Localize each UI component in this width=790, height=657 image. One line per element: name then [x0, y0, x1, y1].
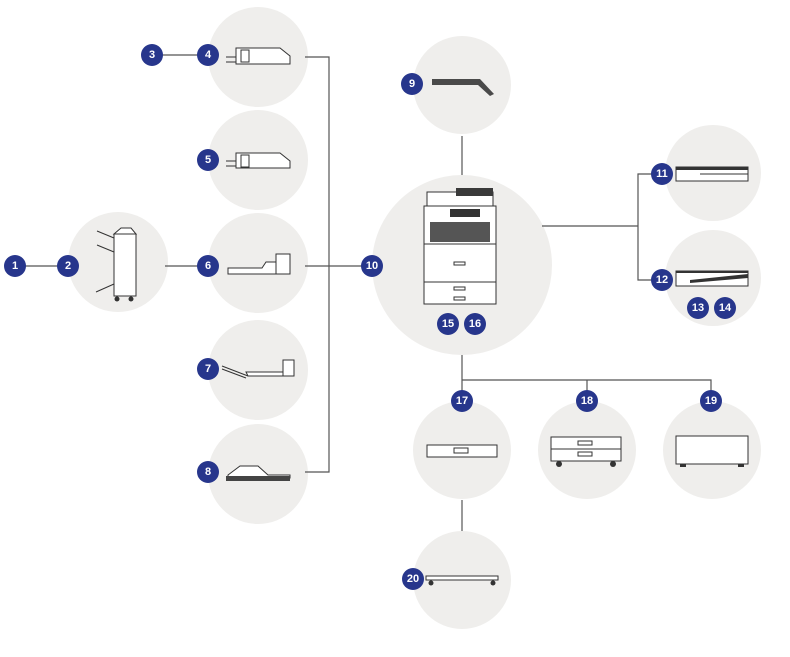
cabinet-19: [675, 435, 749, 467]
bridge-unit-9: [432, 79, 494, 96]
svg-text:12: 12: [656, 274, 668, 286]
finisher-unit: [95, 227, 138, 302]
svg-text:4: 4: [205, 49, 212, 61]
svg-text:14: 14: [719, 302, 732, 314]
connector: [305, 56, 330, 473]
badge-15: 15: [437, 313, 459, 335]
svg-text:16: 16: [469, 318, 481, 330]
paper-tray-17: [426, 444, 498, 458]
circle-option-7: [208, 320, 308, 420]
main-copier-unit: [423, 188, 497, 305]
badge-17: 17: [451, 390, 473, 412]
badge-11: 11: [651, 163, 673, 185]
badge-9: 9: [401, 73, 423, 95]
svg-text:5: 5: [205, 154, 211, 166]
svg-text:19: 19: [705, 395, 717, 407]
svg-text:3: 3: [149, 49, 155, 61]
svg-text:8: 8: [205, 466, 211, 478]
svg-text:1: 1: [12, 260, 18, 272]
badge-6: 6: [197, 255, 219, 277]
badge-16: 16: [464, 313, 486, 335]
svg-text:18: 18: [581, 395, 593, 407]
document-feeder-5: [226, 152, 291, 169]
output-tray-7: [221, 359, 295, 379]
badge-19: 19: [700, 390, 722, 412]
badge-4: 4: [197, 44, 219, 66]
platen-cover-8: [226, 465, 291, 481]
badge-7: 7: [197, 358, 219, 380]
caster-table-20: [425, 575, 499, 586]
badge-13: 13: [687, 297, 709, 319]
svg-text:17: 17: [456, 395, 468, 407]
badge-3: 3: [141, 44, 163, 66]
option-circles: [68, 7, 761, 629]
badge-10: 10: [361, 255, 383, 277]
badge-1: 1: [4, 255, 26, 277]
svg-text:13: 13: [692, 302, 704, 314]
badge-8: 8: [197, 461, 219, 483]
badge-2: 2: [57, 255, 79, 277]
svg-text:2: 2: [65, 260, 71, 272]
svg-text:11: 11: [656, 168, 668, 180]
badge-14: 14: [714, 297, 736, 319]
output-tray-6: [227, 253, 291, 275]
badge-20: 20: [402, 568, 424, 590]
svg-text:6: 6: [205, 260, 211, 272]
svg-text:20: 20: [407, 573, 419, 585]
svg-text:7: 7: [205, 363, 211, 375]
svg-text:15: 15: [442, 318, 454, 330]
badge-18: 18: [576, 390, 598, 412]
svg-text:10: 10: [366, 260, 378, 272]
paper-feed-unit-18: [550, 436, 622, 467]
connector: [637, 173, 662, 281]
svg-text:9: 9: [409, 78, 415, 90]
paper-tray-11: [675, 166, 749, 182]
badge-12: 12: [651, 269, 673, 291]
badge-5: 5: [197, 149, 219, 171]
circle-option-6: [208, 213, 308, 313]
paper-tray-12: [675, 270, 749, 287]
document-feeder-4: [226, 47, 291, 65]
